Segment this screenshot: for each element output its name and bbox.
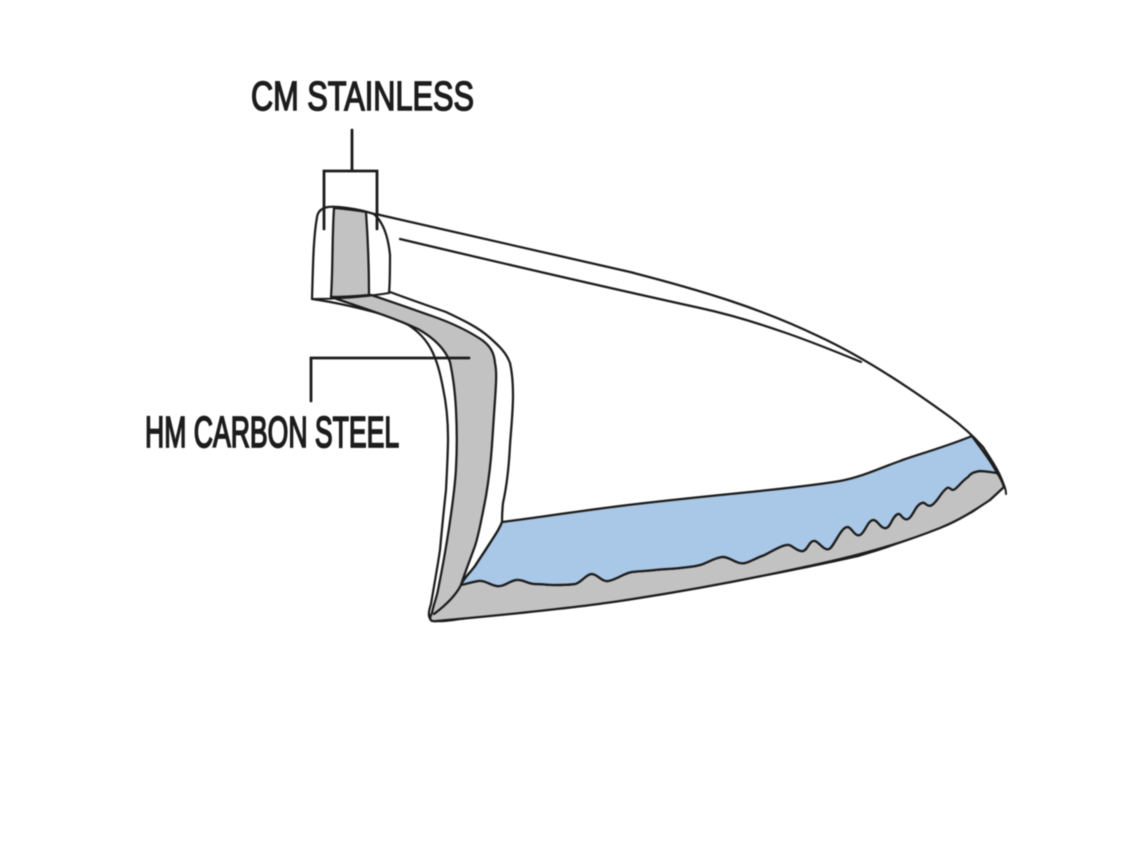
svg-text:CM STAINLESS: CM STAINLESS	[251, 73, 474, 119]
svg-text:HM CARBON STEEL: HM CARBON STEEL	[145, 407, 399, 457]
